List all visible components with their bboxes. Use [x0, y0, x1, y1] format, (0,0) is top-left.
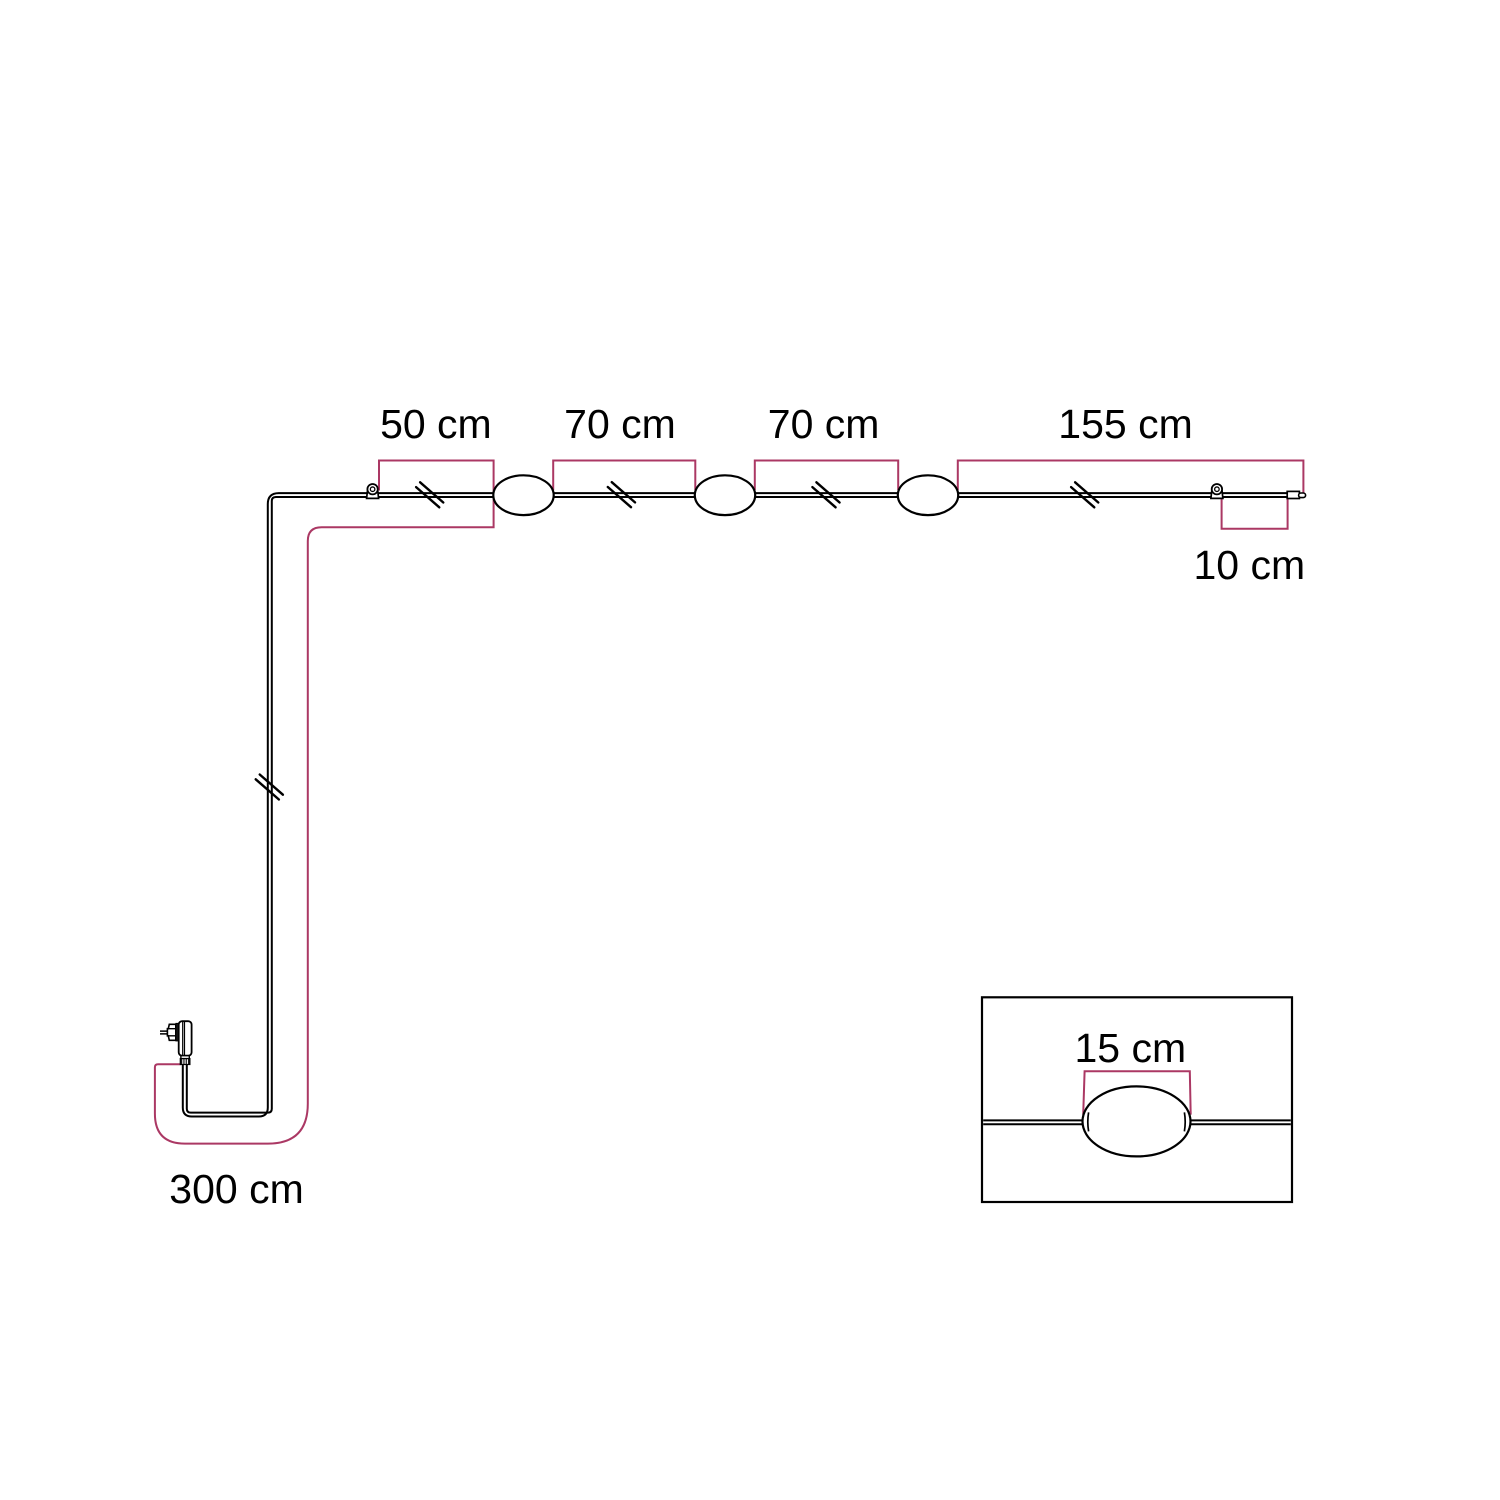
svg-text:15 cm: 15 cm — [1074, 1025, 1186, 1071]
svg-text:70 cm: 70 cm — [768, 401, 880, 447]
svg-text:10 cm: 10 cm — [1193, 542, 1305, 588]
svg-text:300 cm: 300 cm — [169, 1166, 303, 1212]
svg-text:70 cm: 70 cm — [564, 401, 676, 447]
svg-text:50 cm: 50 cm — [380, 401, 492, 447]
svg-text:155 cm: 155 cm — [1058, 401, 1192, 447]
